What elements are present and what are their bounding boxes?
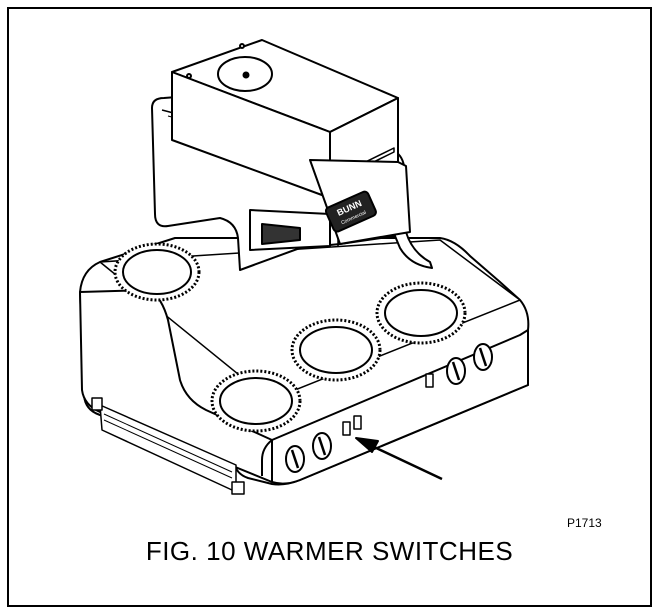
pointer-arrow-head — [355, 437, 379, 453]
bunn-logo: BUNN Commercial — [324, 190, 377, 233]
coffee-brewer-illustration: BUNN Commercial — [79, 39, 530, 495]
warmer-knob-4 — [473, 343, 493, 371]
warmer-switch-1 — [342, 421, 351, 436]
base-top-surface — [99, 239, 521, 401]
warmer-plate-2 — [290, 318, 382, 382]
warmer-knob-1 — [285, 445, 305, 473]
base-left-face — [79, 289, 273, 483]
start-switch — [425, 373, 434, 388]
warmer-plate-4 — [210, 369, 302, 433]
warmer-knob-2 — [312, 432, 332, 460]
part-number: P1713 — [567, 516, 602, 530]
warmer-plate-1 — [113, 242, 201, 302]
pointer-arrow-shaft — [371, 444, 443, 481]
warmer-knob-3 — [446, 357, 466, 385]
warmer-switch-2 — [353, 415, 362, 430]
figure-caption: FIG. 10 WARMER SWITCHES — [145, 536, 514, 566]
warmer-plate-3 — [375, 281, 467, 345]
